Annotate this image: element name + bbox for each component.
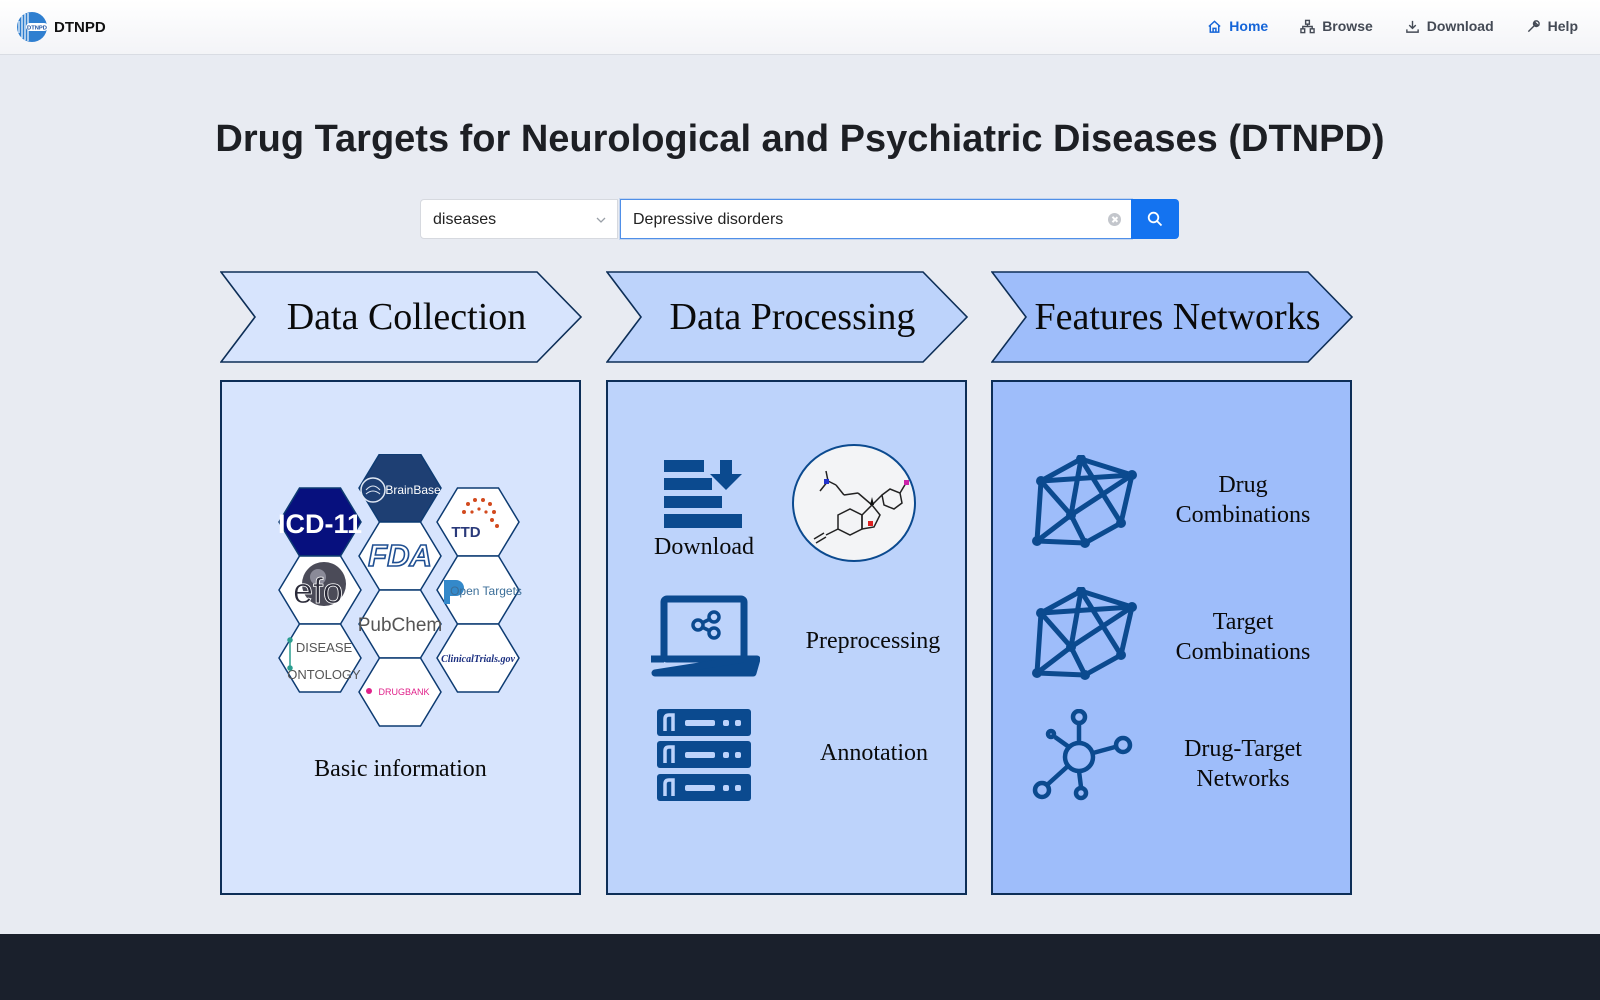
chevron-shape: [606, 271, 969, 363]
wrench-icon: [1527, 19, 1540, 32]
target-combinations-line2: Combinations: [1175, 639, 1311, 665]
data-collection-panel: ICD-11 BrainBase TTD FDA efo Open Target…: [220, 380, 581, 895]
nav-home-label: Home: [1229, 18, 1269, 34]
drugbank-icon: [366, 688, 372, 694]
logo-drugbank: DRUGBANK: [378, 687, 429, 697]
step-label: Data Collection: [286, 296, 527, 338]
nav-download-label: Download: [1426, 18, 1494, 34]
nav-browse[interactable]: Browse: [1300, 18, 1373, 34]
download-bars-icon: [664, 460, 742, 528]
target-combinations-line1: Target: [1212, 609, 1274, 635]
data-processing-panel: Download Preprocessing: [606, 380, 967, 895]
search-button[interactable]: [1131, 199, 1179, 239]
step-label: Features Networks: [1034, 296, 1321, 338]
nav-help-label: Help: [1547, 18, 1578, 34]
nav-help[interactable]: Help: [1526, 18, 1578, 34]
drug-combinations-line2: Combinations: [1175, 502, 1311, 528]
logo-pubchem: PubChem: [358, 615, 443, 636]
home-icon: [1208, 19, 1221, 33]
logo-ontology: ONTOLOGY: [287, 667, 361, 682]
ttd-logo-icon: [462, 498, 499, 528]
clear-icon[interactable]: [1108, 213, 1121, 226]
open-targets-icon: [444, 580, 464, 604]
nav-browse-label: Browse: [1322, 18, 1373, 34]
logo-fda: FDA: [368, 538, 432, 573]
logo-brainbase: BrainBase: [385, 483, 441, 497]
chevron-shape: [220, 271, 583, 363]
logo-text: DTNPD: [27, 25, 47, 31]
logo-clinicaltrials: ClinicalTrials.gov: [441, 654, 515, 665]
page-title: Drug Targets for Neurological and Psychi…: [215, 118, 1385, 160]
laptop-share-icon: [651, 595, 760, 677]
drug-combinations-line1: Drug: [1218, 472, 1268, 498]
search-input-value: Depressive disorders: [633, 211, 784, 228]
brand-name: DTNPD: [54, 18, 106, 36]
drug-combinations-label: Drug Combinations: [1153, 470, 1333, 530]
sitemap-icon: [1300, 19, 1315, 33]
step-label: Data Processing: [669, 296, 916, 338]
preprocessing-label: Preprocessing: [805, 628, 941, 654]
source-logos-honeycomb: ICD-11 BrainBase TTD FDA efo Open Target…: [278, 454, 522, 727]
category-select[interactable]: diseases: [420, 199, 618, 239]
search-icon: [1147, 211, 1163, 227]
drug-target-networks-label: Drug-Target Networks: [1153, 734, 1333, 794]
dtnpd-logo-icon: DTNPD: [17, 12, 48, 42]
footer: [0, 934, 1600, 1000]
search-input[interactable]: Depressive disorders: [620, 199, 1132, 239]
features-networks-panel: Drug Combinations Target Combinations Dr…: [991, 380, 1352, 895]
main-nav: Home Browse Download Help: [1175, 18, 1578, 34]
logo-disease: DISEASE: [296, 640, 353, 655]
logo-open-targets: Open Targets: [450, 584, 522, 598]
basic-information-caption: Basic information: [314, 756, 487, 782]
drug-target-networks-line1: Drug-Target: [1184, 736, 1302, 762]
nav-home[interactable]: Home: [1207, 18, 1268, 34]
nav-download[interactable]: Download: [1405, 18, 1494, 34]
brand-link[interactable]: DTNPD DTNPD: [16, 11, 106, 43]
step-features-networks: Features Networks: [991, 271, 1354, 363]
step-data-collection: Data Collection: [220, 271, 583, 363]
chevron-shape: [991, 271, 1354, 363]
logo-ttd: TTD: [451, 524, 480, 541]
logo-icd11: ICD-11: [278, 509, 362, 539]
network-mesh-icon: [1032, 587, 1137, 680]
step-data-processing: Data Processing: [606, 271, 969, 363]
annotation-label: Annotation: [820, 740, 928, 766]
logo-efo: efo: [293, 570, 343, 611]
hub-network-icon: [1032, 709, 1133, 801]
target-combinations-label: Target Combinations: [1153, 607, 1333, 667]
chevron-down-icon: [596, 217, 606, 223]
brain-icon: [360, 477, 386, 503]
molecule-structure-icon: [792, 444, 916, 562]
download-label: Download: [654, 534, 754, 560]
ontology-tree-icon: [287, 637, 293, 671]
top-navbar: DTNPD DTNPD Home Browse Download Help: [0, 0, 1600, 55]
download-icon: [1405, 20, 1419, 33]
drug-target-networks-line2: Networks: [1196, 766, 1290, 792]
network-mesh-icon: [1032, 455, 1137, 548]
server-database-icon: [657, 709, 751, 801]
category-select-value: diseases: [433, 211, 497, 228]
